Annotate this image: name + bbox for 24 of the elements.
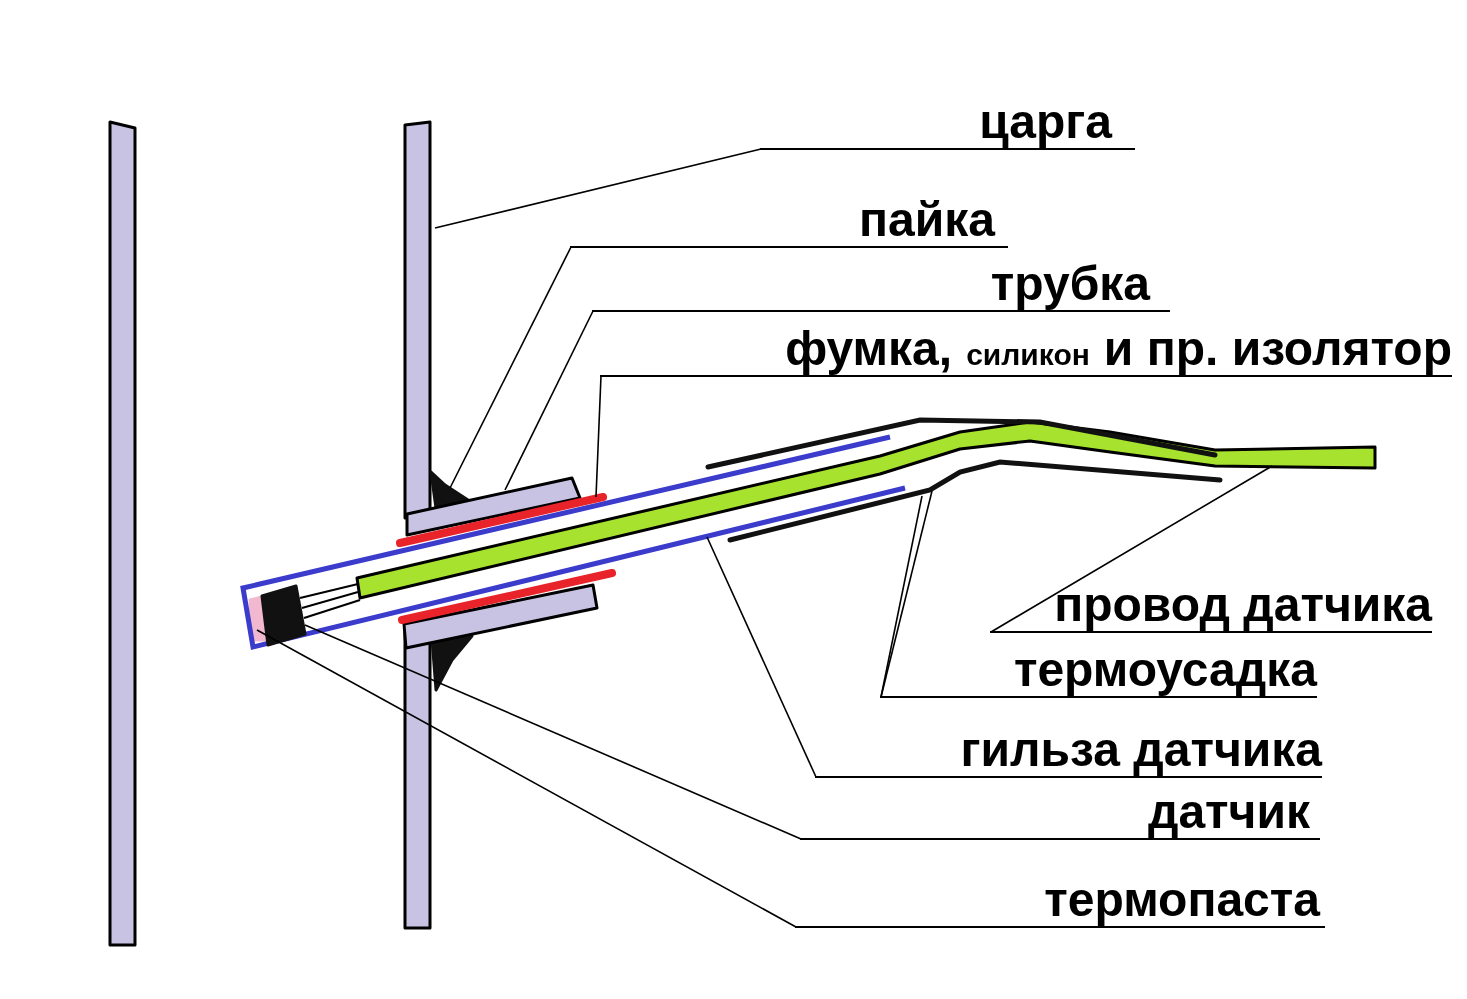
callout-text: датчик bbox=[1147, 786, 1310, 838]
column-wall bbox=[108, 120, 432, 947]
leader-line bbox=[595, 375, 602, 498]
leader-line bbox=[990, 465, 1273, 633]
leader-line bbox=[504, 310, 594, 491]
leader-line bbox=[304, 624, 802, 840]
callout-text: гильза датчика bbox=[960, 724, 1322, 776]
sensor-sleeve bbox=[240, 434, 906, 651]
callout-text: и пр. изолятор bbox=[1103, 323, 1452, 375]
leader-line bbox=[880, 495, 923, 698]
sensor-element bbox=[260, 583, 361, 647]
callout-text: силикон bbox=[966, 337, 1090, 373]
callout-text: термоусадка bbox=[1013, 644, 1317, 696]
heat-shrink-sleeve bbox=[705, 417, 1223, 543]
leader-line bbox=[256, 629, 797, 928]
callout-text: пайка bbox=[859, 194, 995, 246]
leader-line bbox=[449, 246, 572, 489]
leader-line bbox=[706, 536, 817, 778]
callout-text: фумка, bbox=[785, 323, 953, 375]
callout-text: провод датчика bbox=[1054, 579, 1432, 631]
callout-text: царга bbox=[979, 96, 1112, 148]
leader-line bbox=[434, 148, 762, 229]
callout-text: термопаста bbox=[1044, 874, 1320, 926]
callout-text: трубка bbox=[990, 258, 1150, 310]
